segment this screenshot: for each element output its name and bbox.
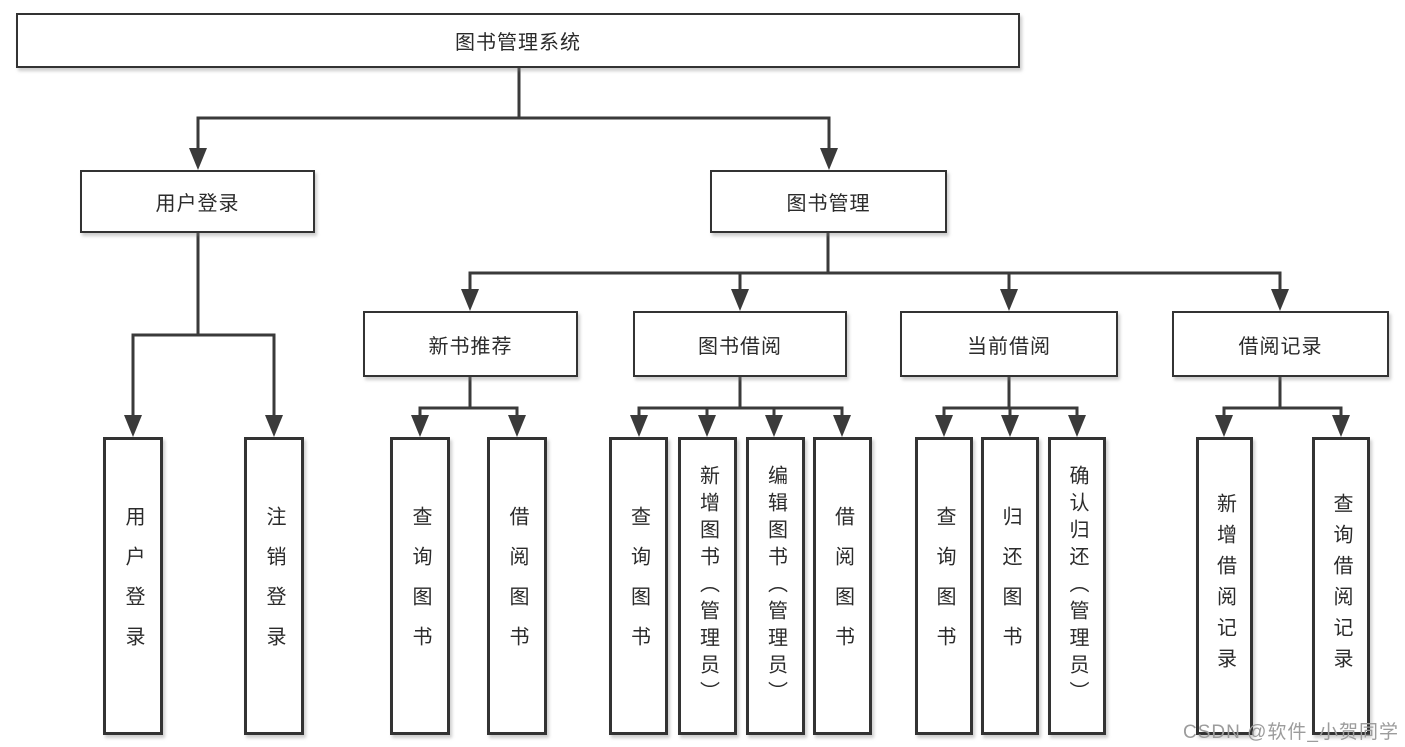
node-leaf-query-books-3-label: 查询图书 <box>933 506 955 666</box>
node-book-management-label: 图书管理 <box>786 193 871 215</box>
node-leaf-borrow-books-2: 借阅图书 <box>813 437 872 735</box>
node-leaf-borrow-books-1-label: 借阅图书 <box>506 506 528 666</box>
node-new-book-recommend-label: 新书推荐 <box>428 335 513 358</box>
node-leaf-add-books-admin-label: 新增图书（管理员） <box>696 464 719 708</box>
node-book-management: 图书管理 <box>710 170 947 233</box>
node-leaf-add-borrow-record-label: 新增借阅记录 <box>1213 493 1236 679</box>
node-user-login: 用户登录 <box>80 170 315 233</box>
node-user-login-label: 用户登录 <box>155 193 240 215</box>
node-leaf-edit-books-admin: 编辑图书（管理员） <box>746 437 805 735</box>
node-borrowing-records-label: 借阅记录 <box>1238 335 1323 358</box>
node-leaf-borrow-books-2-label: 借阅图书 <box>831 506 854 666</box>
node-current-borrowing-label: 当前借阅 <box>967 335 1051 358</box>
node-leaf-logout-label: 注销登录 <box>263 506 285 666</box>
node-leaf-confirm-return-admin-label: 确认归还（管理员） <box>1066 464 1088 708</box>
node-leaf-add-borrow-record: 新增借阅记录 <box>1196 437 1253 735</box>
node-leaf-confirm-return-admin: 确认归还（管理员） <box>1048 437 1106 735</box>
node-leaf-return-books: 归还图书 <box>981 437 1039 735</box>
node-book-borrowing: 图书借阅 <box>633 311 847 377</box>
node-library-system-label: 图书管理系统 <box>455 32 581 54</box>
node-leaf-borrow-books-1: 借阅图书 <box>487 437 547 735</box>
node-library-system: 图书管理系统 <box>16 13 1020 68</box>
node-leaf-user-login-label: 用户登录 <box>122 506 144 666</box>
node-leaf-user-login: 用户登录 <box>103 437 163 735</box>
node-book-borrowing-label: 图书借阅 <box>698 335 782 358</box>
node-borrowing-records: 借阅记录 <box>1172 311 1389 377</box>
node-leaf-query-borrow-record: 查询借阅记录 <box>1312 437 1370 735</box>
node-new-book-recommend: 新书推荐 <box>363 311 578 377</box>
node-leaf-query-books-1-label: 查询图书 <box>409 506 431 666</box>
node-leaf-query-books-1: 查询图书 <box>390 437 450 735</box>
node-leaf-add-books-admin: 新增图书（管理员） <box>678 437 737 735</box>
node-leaf-query-books-3: 查询图书 <box>915 437 973 735</box>
node-leaf-logout: 注销登录 <box>244 437 304 735</box>
node-current-borrowing: 当前借阅 <box>900 311 1118 377</box>
node-leaf-query-books-2-label: 查询图书 <box>627 506 650 666</box>
node-leaf-query-borrow-record-label: 查询借阅记录 <box>1330 493 1352 679</box>
node-leaf-edit-books-admin-label: 编辑图书（管理员） <box>764 464 787 708</box>
watermark-text: CSDN @软件_小贺同学 <box>1183 722 1399 743</box>
node-leaf-return-books-label: 归还图书 <box>999 506 1021 666</box>
node-leaf-query-books-2: 查询图书 <box>609 437 668 735</box>
